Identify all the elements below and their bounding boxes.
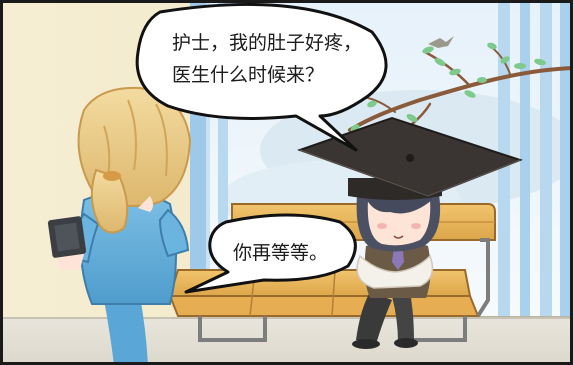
speech-bubble-patient xyxy=(135,2,388,152)
nurse-bubble-line-1: 你再等等。 xyxy=(233,242,329,264)
patient-bubble-line-1: 护士，我的肚子好疼， xyxy=(172,32,363,54)
floor xyxy=(0,318,573,365)
nurse-character xyxy=(47,86,192,365)
patient-bubble-line-2: 医生什么时候来？ xyxy=(172,64,325,86)
speech-bubble-nurse xyxy=(184,213,357,294)
seated-character xyxy=(297,116,523,349)
bird-icon xyxy=(428,36,454,48)
